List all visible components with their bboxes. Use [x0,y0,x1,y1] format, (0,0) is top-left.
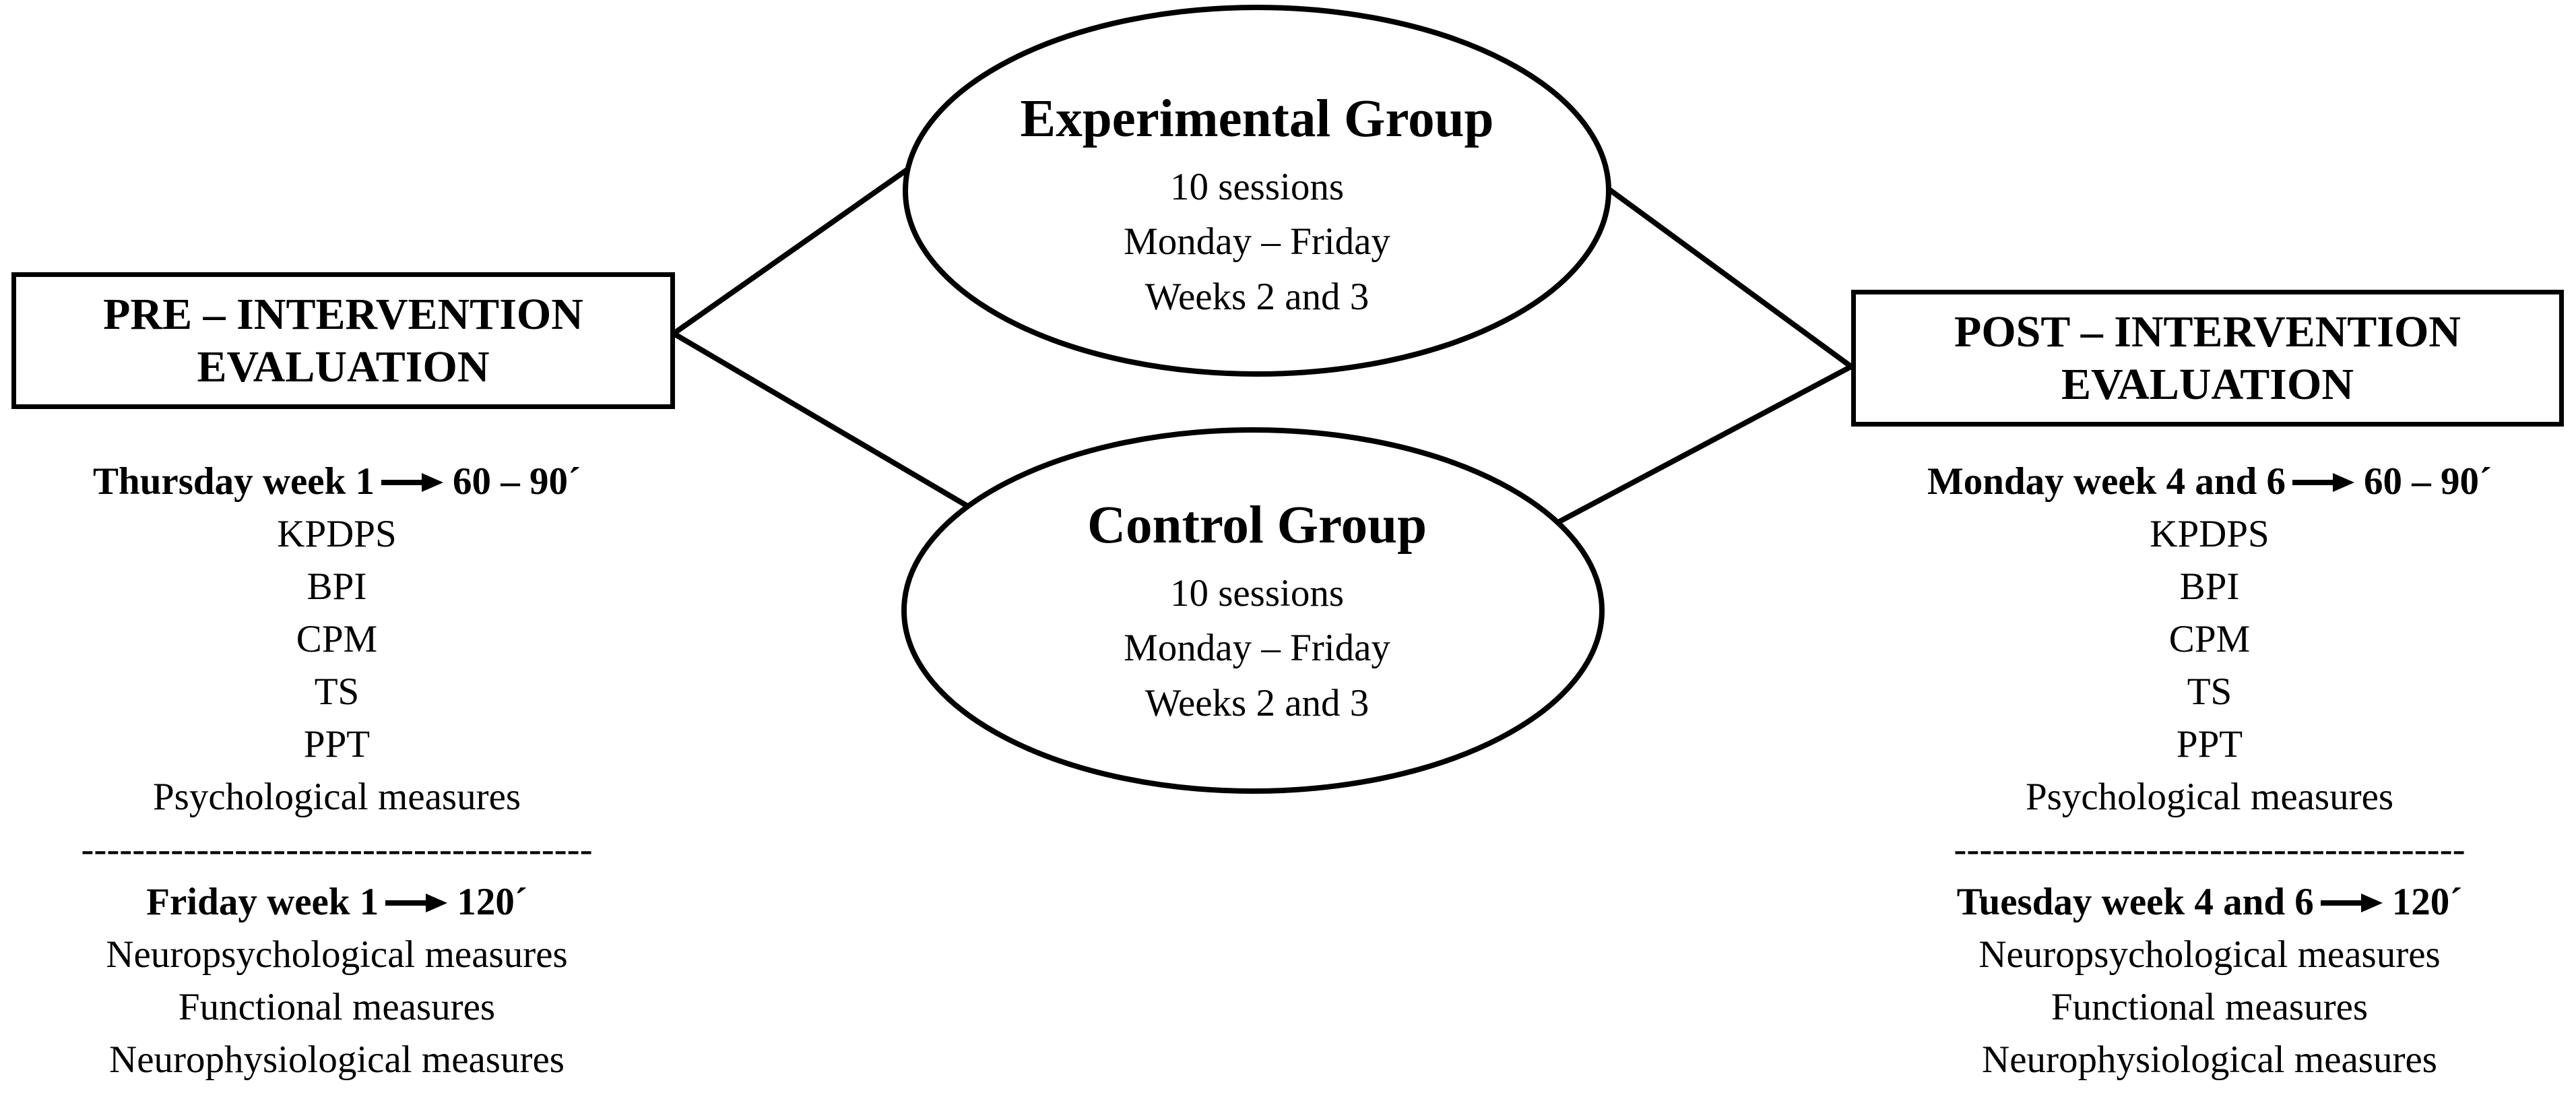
post-measure-neurophysiological: Neurophysiological measures [1982,1038,2437,1081]
experimental-group-ellipse [903,5,1611,377]
post-measure-psychological: Psychological measures [2025,776,2394,818]
experimental-group-weeks: Weeks 2 and 3 [1145,275,1370,318]
pre-box-title-line1: PRE – INTERVENTION [103,289,583,339]
control-group-weeks: Weeks 2 and 3 [1145,681,1370,724]
pre-measure-cpm: CPM [296,618,378,660]
experimental-group-title: Experimental Group [1020,90,1494,148]
post-session1-duration: 60 – 90´ [2364,460,2492,503]
experimental-group-text: Experimental Group 10 sessions Monday – … [920,85,1594,324]
connector-pre-to-experimental [672,164,913,336]
post-measure-neuropsychological: Neuropsychological measures [1978,933,2441,976]
pre-session1-header: Thursday week 1 60 – 90´ [0,456,674,508]
pre-intervention-box: PRE – INTERVENTION EVALUATION [11,272,675,409]
post-box-title-line1: POST – INTERVENTION [1954,307,2461,356]
pre-measure-bpi: BPI [307,565,367,608]
post-separator: ---------------------------------------- [1954,828,2466,871]
experimental-group-sessions: 10 sessions [1169,165,1345,208]
post-session1-header: Monday week 4 and 6 60 – 90´ [1859,456,2560,508]
control-group-ellipse [901,427,1605,794]
connector-control-to-post [1557,364,1853,525]
pre-session2-label: Friday week 1 [146,881,379,923]
post-measure-kpdps: KPDPS [2150,513,2269,555]
pre-measure-neurophysiological: Neurophysiological measures [109,1038,565,1081]
pre-separator: ---------------------------------------- [81,828,593,871]
pre-session1-duration: 60 – 90´ [453,460,581,503]
post-measures-column: Monday week 4 and 6 60 – 90´ KPDPS BPI CP… [1859,456,2560,1086]
experimental-group-days: Monday – Friday [1124,220,1390,263]
pre-measure-ts: TS [314,670,360,713]
pre-measure-functional: Functional measures [178,986,496,1028]
control-group-sessions: 10 sessions [1169,571,1345,615]
pre-session2-duration: 120´ [457,881,527,923]
post-measure-ppt: PPT [2176,723,2243,766]
post-measure-functional: Functional measures [2051,986,2369,1028]
pre-measure-psychological: Psychological measures [152,776,521,818]
post-box-title-line2: EVALUATION [2061,359,2354,409]
pre-measures-column: Thursday week 1 60 – 90´ KPDPS BPI CPM TS… [0,456,674,1086]
arrow-right-icon [2292,472,2355,492]
connector-experimental-to-post [1608,187,1853,369]
pre-measure-kpdps: KPDPS [277,513,397,555]
control-group-text: Control Group 10 sessions Monday – Frida… [920,491,1594,730]
post-measure-cpm: CPM [2168,618,2251,660]
control-group-title: Control Group [1087,496,1427,555]
arrow-right-icon [381,472,444,492]
connector-pre-to-control [672,331,971,509]
post-session2-header: Tuesday week 4 and 6 120´ [1859,876,2560,929]
post-session1-label: Monday week 4 and 6 [1927,460,2286,503]
arrow-right-icon [385,893,448,912]
arrow-right-icon [2320,893,2383,912]
post-session2-label: Tuesday week 4 and 6 [1956,881,2314,923]
pre-session2-header: Friday week 1 120´ [0,876,674,929]
pre-measure-ppt: PPT [303,723,371,766]
post-intervention-box: POST – INTERVENTION EVALUATION [1851,290,2564,427]
pre-measure-neuropsychological: Neuropsychological measures [106,933,568,976]
post-session2-duration: 120´ [2391,881,2463,923]
control-group-days: Monday – Friday [1124,627,1390,670]
post-measure-ts: TS [2187,670,2232,713]
post-measure-bpi: BPI [2179,565,2240,608]
pre-box-title-line2: EVALUATION [197,342,490,392]
pre-session1-label: Thursday week 1 [92,460,375,503]
